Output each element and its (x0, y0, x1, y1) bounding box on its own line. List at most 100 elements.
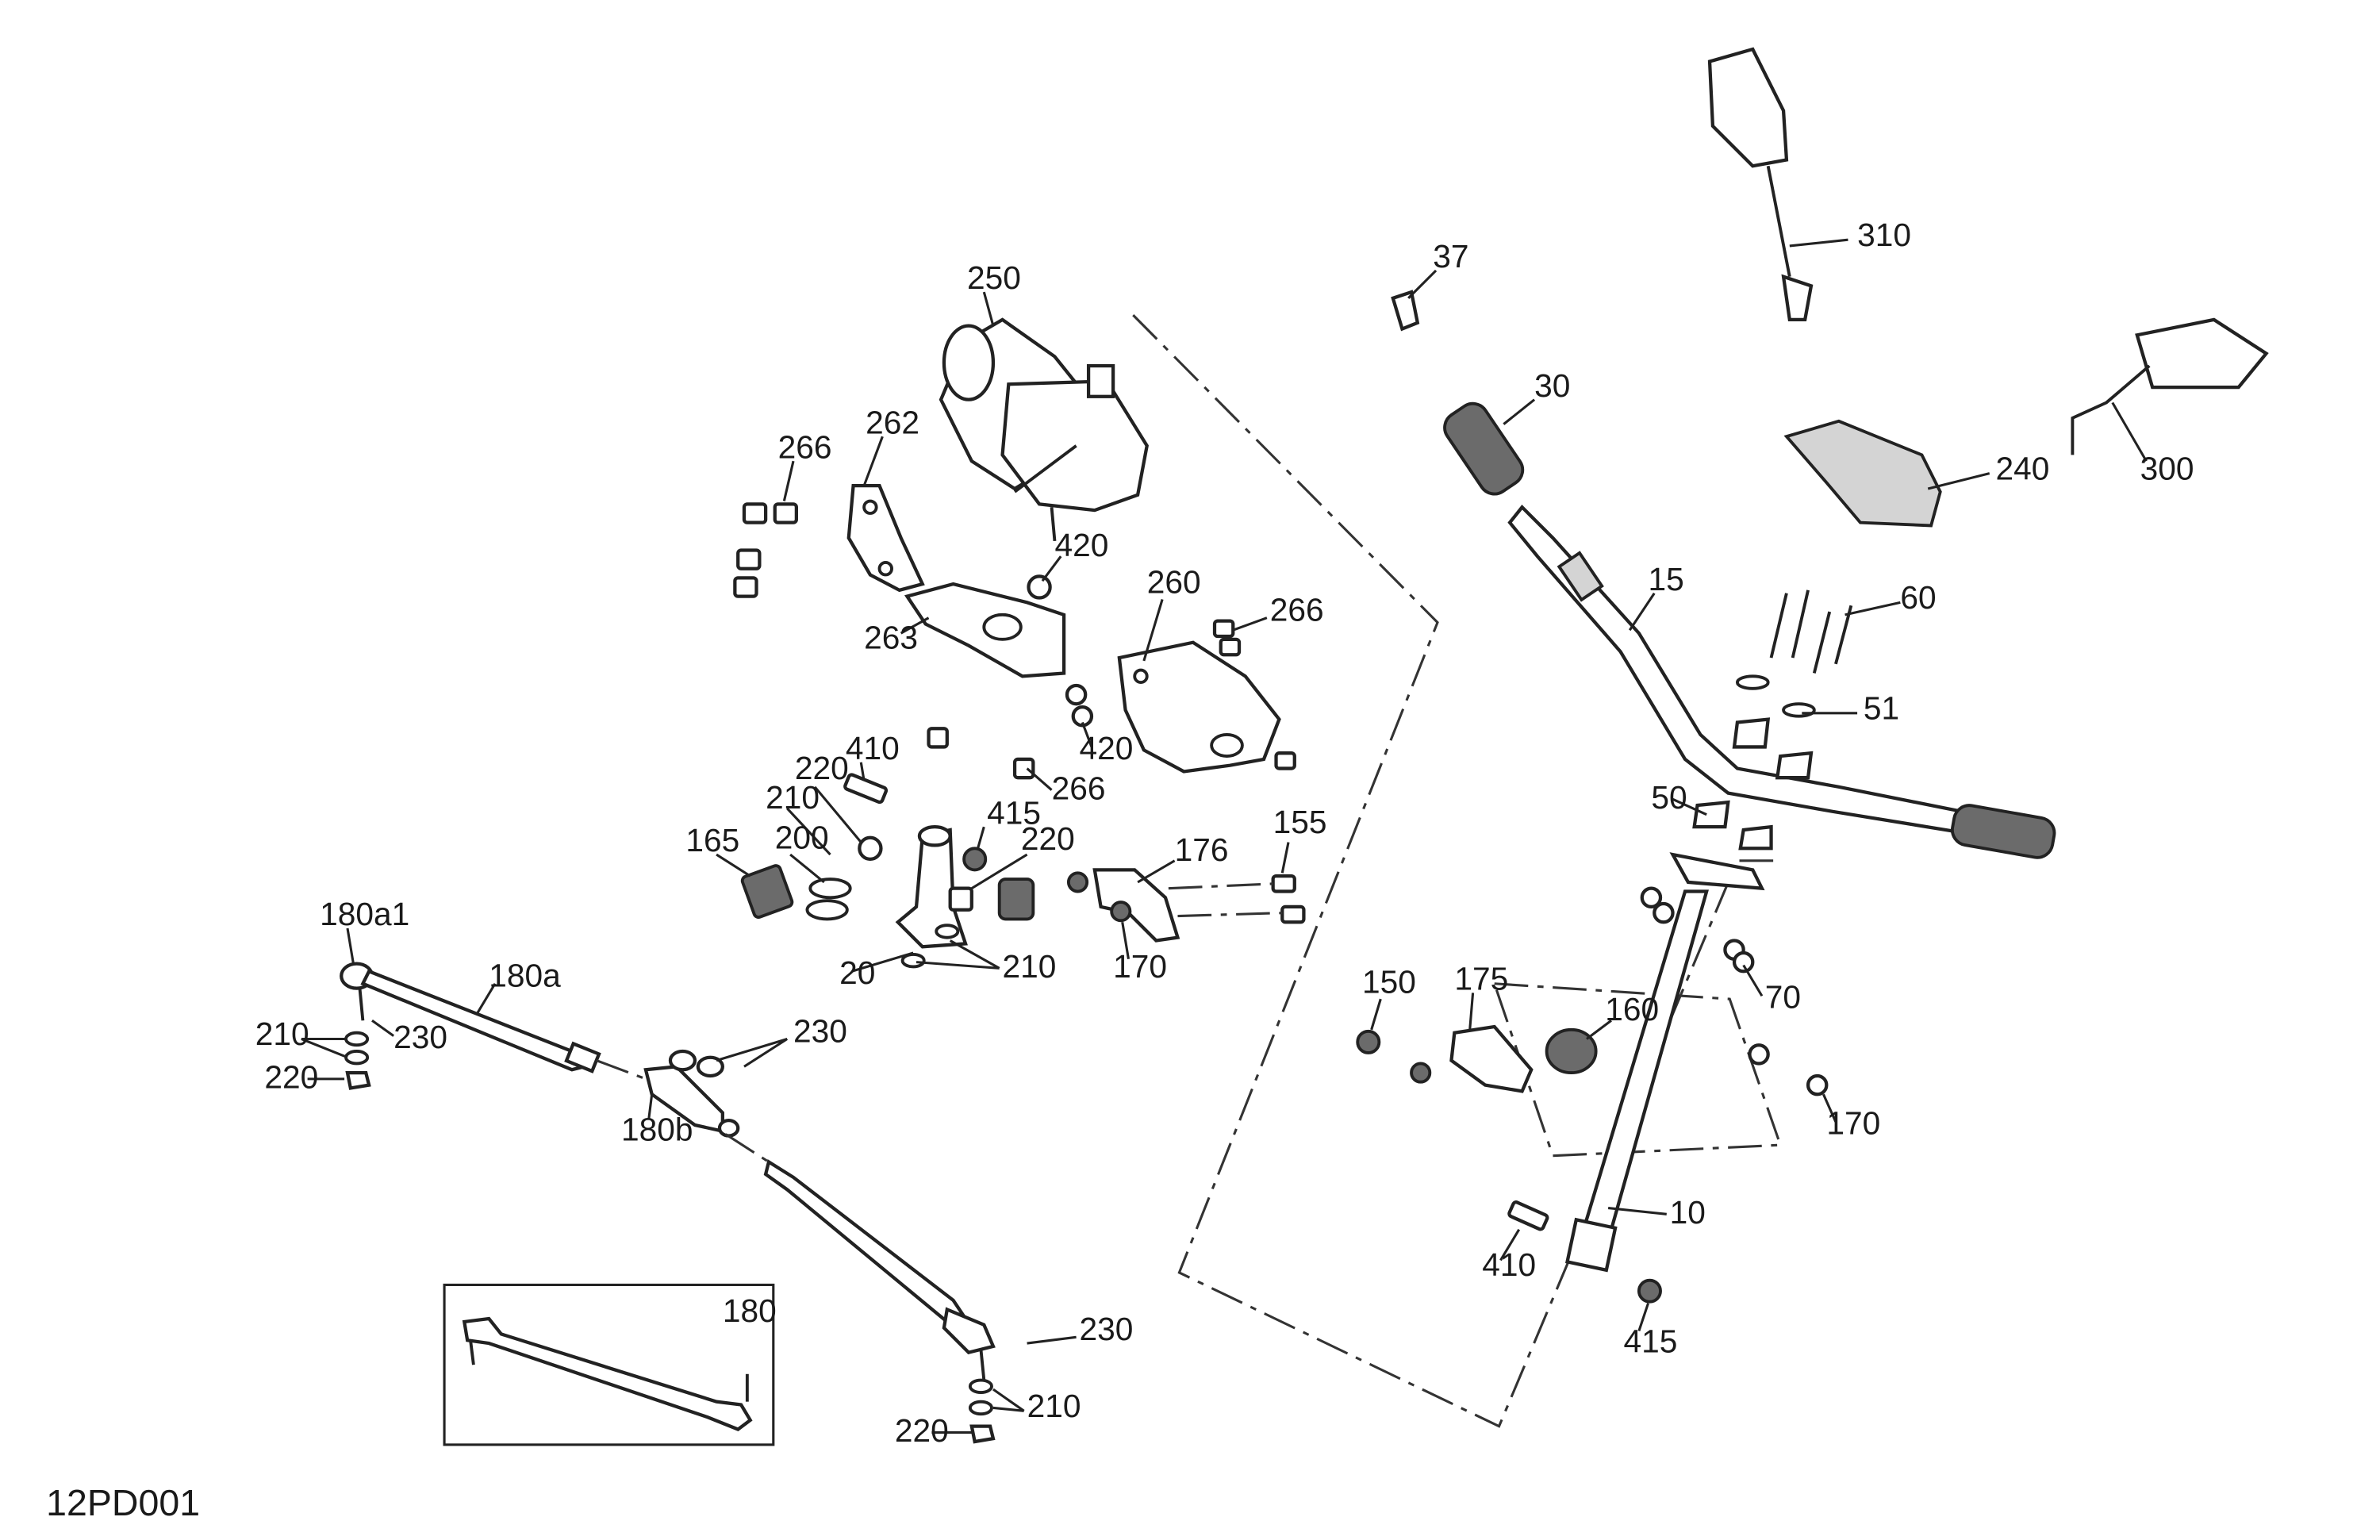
tie-rod-axis (596, 1059, 770, 1163)
power-steering-unit[interactable] (939, 317, 1149, 542)
callout-220-right: 220 (1021, 820, 1075, 857)
callout-210-bottom: 210 (1027, 1388, 1081, 1424)
callout-415-right: 415 (1624, 1323, 1678, 1360)
callout-170: 170 (1113, 948, 1167, 985)
callout-175: 175 (1454, 961, 1508, 997)
bolt-266-right[interactable] (927, 619, 1296, 780)
tie-rod-180a[interactable] (360, 969, 601, 1073)
grip-30[interactable] (1439, 397, 1529, 500)
callout-155: 155 (1273, 804, 1327, 840)
callout-420: 420 (1054, 527, 1108, 563)
nut-420[interactable] (1065, 683, 1094, 728)
callout-240: 240 (1996, 450, 2050, 486)
washer-420[interactable] (1027, 574, 1052, 600)
diagram-id: 12PD001 (46, 1482, 200, 1523)
callout-176: 176 (1175, 831, 1229, 868)
callout-20: 20 (839, 954, 875, 991)
callout-170-right: 170 (1826, 1105, 1880, 1142)
callout-15: 15 (1649, 561, 1684, 597)
callout-310: 310 (1857, 217, 1911, 253)
callout-230-bottom: 230 (1079, 1311, 1133, 1347)
bolt-155-b[interactable] (1280, 904, 1306, 924)
nut-220-left[interactable] (345, 1070, 371, 1090)
steering-arm-20[interactable] (895, 825, 968, 949)
nut-150[interactable] (1356, 1029, 1381, 1054)
washer-210[interactable] (900, 924, 960, 969)
callout-220: 220 (795, 750, 849, 786)
callout-180b: 180b (621, 1111, 693, 1147)
callout-210-right: 210 (1003, 948, 1057, 985)
callout-415: 415 (987, 794, 1041, 831)
nut-170[interactable] (1066, 871, 1089, 893)
nut-170-b[interactable] (1110, 901, 1132, 923)
nut-220-bottom[interactable] (969, 1424, 996, 1444)
bushing-220[interactable] (948, 886, 973, 912)
bearing-165-right[interactable] (997, 878, 1035, 921)
nut-170-right-b[interactable] (1806, 1073, 1829, 1096)
callout-180a1: 180a1 (320, 896, 409, 932)
grip-right[interactable] (1950, 803, 2057, 860)
callout-150: 150 (1362, 963, 1416, 1000)
nut-415[interactable] (962, 847, 988, 872)
callout-410-right: 410 (1482, 1246, 1536, 1283)
leader-lines (301, 238, 2148, 1434)
callout-200: 200 (775, 819, 829, 855)
callout-230-center: 230 (793, 1012, 847, 1049)
bracket-262[interactable] (846, 484, 925, 593)
callout-210: 210 (766, 779, 820, 816)
washers-210-bottom[interactable] (968, 1378, 993, 1416)
bolt-266[interactable] (733, 502, 799, 598)
washers-51[interactable] (1735, 674, 1816, 718)
handlebar-15[interactable] (1507, 505, 1967, 835)
callout-410: 410 (846, 730, 900, 766)
bracket-175[interactable] (1410, 1024, 1534, 1093)
tie-rod-long[interactable] (763, 1159, 996, 1381)
nuts-70[interactable] (1640, 886, 1755, 974)
bolt-155[interactable] (1271, 874, 1296, 893)
bracket-176[interactable] (1092, 868, 1180, 943)
nut-415-right[interactable] (1637, 1278, 1662, 1304)
callout-30: 30 (1534, 367, 1570, 404)
plug-37[interactable] (1391, 290, 1420, 332)
callout-180: 180 (723, 1292, 777, 1329)
bolt-410[interactable] (843, 773, 889, 805)
callout-420-lower: 420 (1079, 730, 1133, 766)
callout-160: 160 (1605, 991, 1659, 1027)
bolt-410-right[interactable] (1507, 1200, 1549, 1231)
callout-165: 165 (685, 822, 739, 858)
callout-300: 300 (2140, 450, 2194, 486)
callout-230: 230 (393, 1019, 447, 1055)
callout-266-lower: 266 (1052, 770, 1106, 806)
callout-51: 51 (1864, 690, 1899, 727)
callout-262: 262 (866, 404, 919, 440)
nut-170-right[interactable] (1748, 1043, 1770, 1066)
steering-column-10[interactable] (1565, 852, 1765, 1273)
assembly-boundary (1132, 314, 1781, 1428)
clamps-50[interactable] (1692, 717, 1814, 851)
bearing-165[interactable] (740, 864, 794, 919)
inset-box-180 (443, 1283, 775, 1446)
bolts-60[interactable] (1769, 590, 1853, 674)
callout-250: 250 (967, 259, 1021, 296)
callout-266: 266 (778, 428, 832, 465)
bracket-263[interactable] (904, 582, 1066, 678)
bushing-160[interactable] (1545, 1027, 1598, 1075)
callout-260: 260 (1147, 564, 1201, 601)
nut-220[interactable] (858, 835, 883, 861)
callout-263: 263 (864, 619, 918, 655)
callout-60: 60 (1900, 579, 1936, 616)
mirror-300[interactable] (2071, 317, 2269, 455)
callout-37: 37 (1433, 238, 1468, 275)
callout-220-bottom: 220 (895, 1412, 949, 1449)
callout-180a: 180a (489, 958, 561, 994)
washers-210-left[interactable] (344, 1031, 370, 1066)
callout-266-right: 266 (1270, 592, 1324, 628)
ring-200[interactable] (805, 878, 852, 921)
callout-50: 50 (1651, 779, 1687, 816)
bracket-260[interactable] (1117, 640, 1281, 774)
mirror-310[interactable] (1707, 47, 1814, 322)
axis-176 (1168, 882, 1283, 918)
cover-240[interactable] (1783, 419, 1942, 528)
callout-70: 70 (1765, 979, 1801, 1016)
